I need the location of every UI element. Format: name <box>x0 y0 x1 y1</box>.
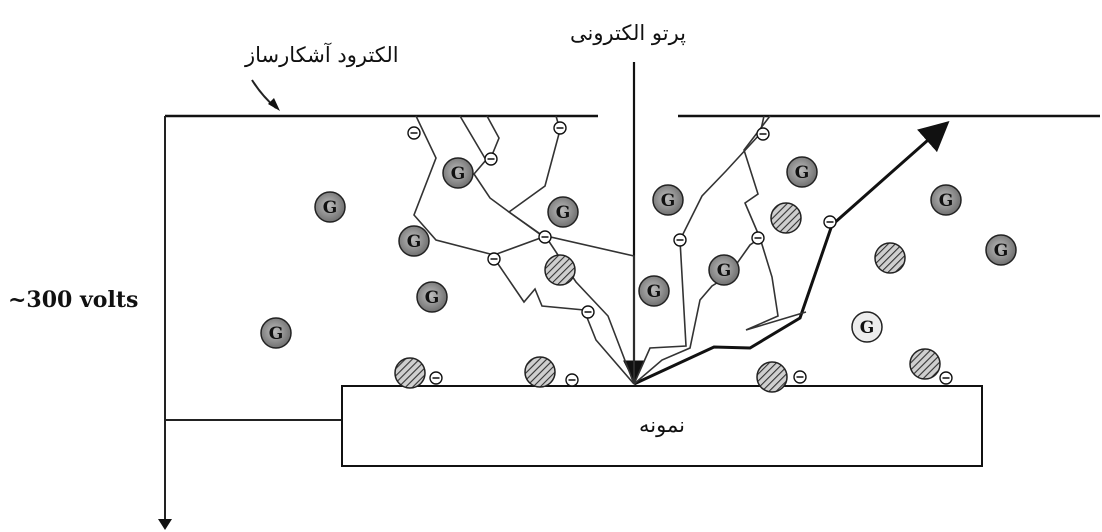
cascade-path-left-1 <box>413 115 635 384</box>
circuit-ground-arrow <box>158 519 172 530</box>
gas-molecule: G <box>442 157 474 189</box>
positive-ion <box>770 202 802 234</box>
gas-molecule: G <box>652 184 684 216</box>
sample-label: نمونه <box>639 413 685 438</box>
positive-ion <box>394 357 426 389</box>
electron <box>581 305 595 319</box>
gas-molecule: G <box>786 156 818 188</box>
electron <box>484 152 498 166</box>
cascade-path-left-2 <box>493 257 635 385</box>
electron-beam-label: پرتو الکترونی <box>570 21 686 46</box>
gas-molecule: G <box>416 281 448 313</box>
cascade-path-right-3 <box>745 237 807 331</box>
cascade-path-right-1 <box>633 115 765 385</box>
gas-molecule: G <box>260 317 292 349</box>
gas-molecule-symbol: G <box>795 163 810 183</box>
positive-ion <box>756 361 788 393</box>
secondary-electron-trajectory <box>633 121 950 386</box>
electron <box>793 370 807 384</box>
positive-ion <box>524 356 556 388</box>
electron <box>673 233 687 247</box>
electron <box>553 121 567 135</box>
gas-molecule: G <box>708 254 740 286</box>
electron <box>751 231 765 245</box>
gas-molecule-symbol: G <box>556 203 571 223</box>
positive-ion <box>909 348 941 380</box>
cascade-path-right-2 <box>633 115 771 385</box>
electron <box>939 371 953 385</box>
gas-molecule: G <box>638 275 670 307</box>
gas-molecule-symbol: G <box>717 261 732 281</box>
gas-molecule-symbol: G <box>860 318 875 338</box>
gas-molecule: G <box>314 191 346 223</box>
gas-molecule-symbol: G <box>994 241 1009 261</box>
gas-molecule: G <box>398 225 430 257</box>
gas-molecule-symbol: G <box>647 282 662 302</box>
electron <box>429 371 443 385</box>
gas-molecule: G <box>985 234 1017 266</box>
electrode-label-pointer-head <box>268 98 280 111</box>
positive-ion <box>874 242 906 274</box>
gas-molecule-symbol: G <box>661 191 676 211</box>
particles-layer: G G G G G G G G G G G G G <box>260 121 1017 393</box>
sample-block <box>341 385 983 467</box>
gas-molecule: G <box>851 311 883 343</box>
gas-molecule-symbol: G <box>323 198 338 218</box>
electron <box>487 252 501 266</box>
voltage-label: ~300 volts <box>8 287 138 313</box>
positive-ion <box>544 254 576 286</box>
gas-molecule: G <box>930 184 962 216</box>
detector-electrode-label: الکترود آشکارساز <box>244 41 399 68</box>
electron <box>823 215 837 229</box>
gas-molecule-symbol: G <box>451 164 466 184</box>
gas-molecule-symbol: G <box>269 324 284 344</box>
gas-molecule-symbol: G <box>939 191 954 211</box>
gas-molecule-symbol: G <box>407 232 422 252</box>
gas-molecule: G <box>547 196 579 228</box>
electron <box>538 230 552 244</box>
electron <box>407 126 421 140</box>
electron <box>565 373 579 387</box>
electron <box>756 127 770 141</box>
gas-molecule-symbol: G <box>425 288 440 308</box>
